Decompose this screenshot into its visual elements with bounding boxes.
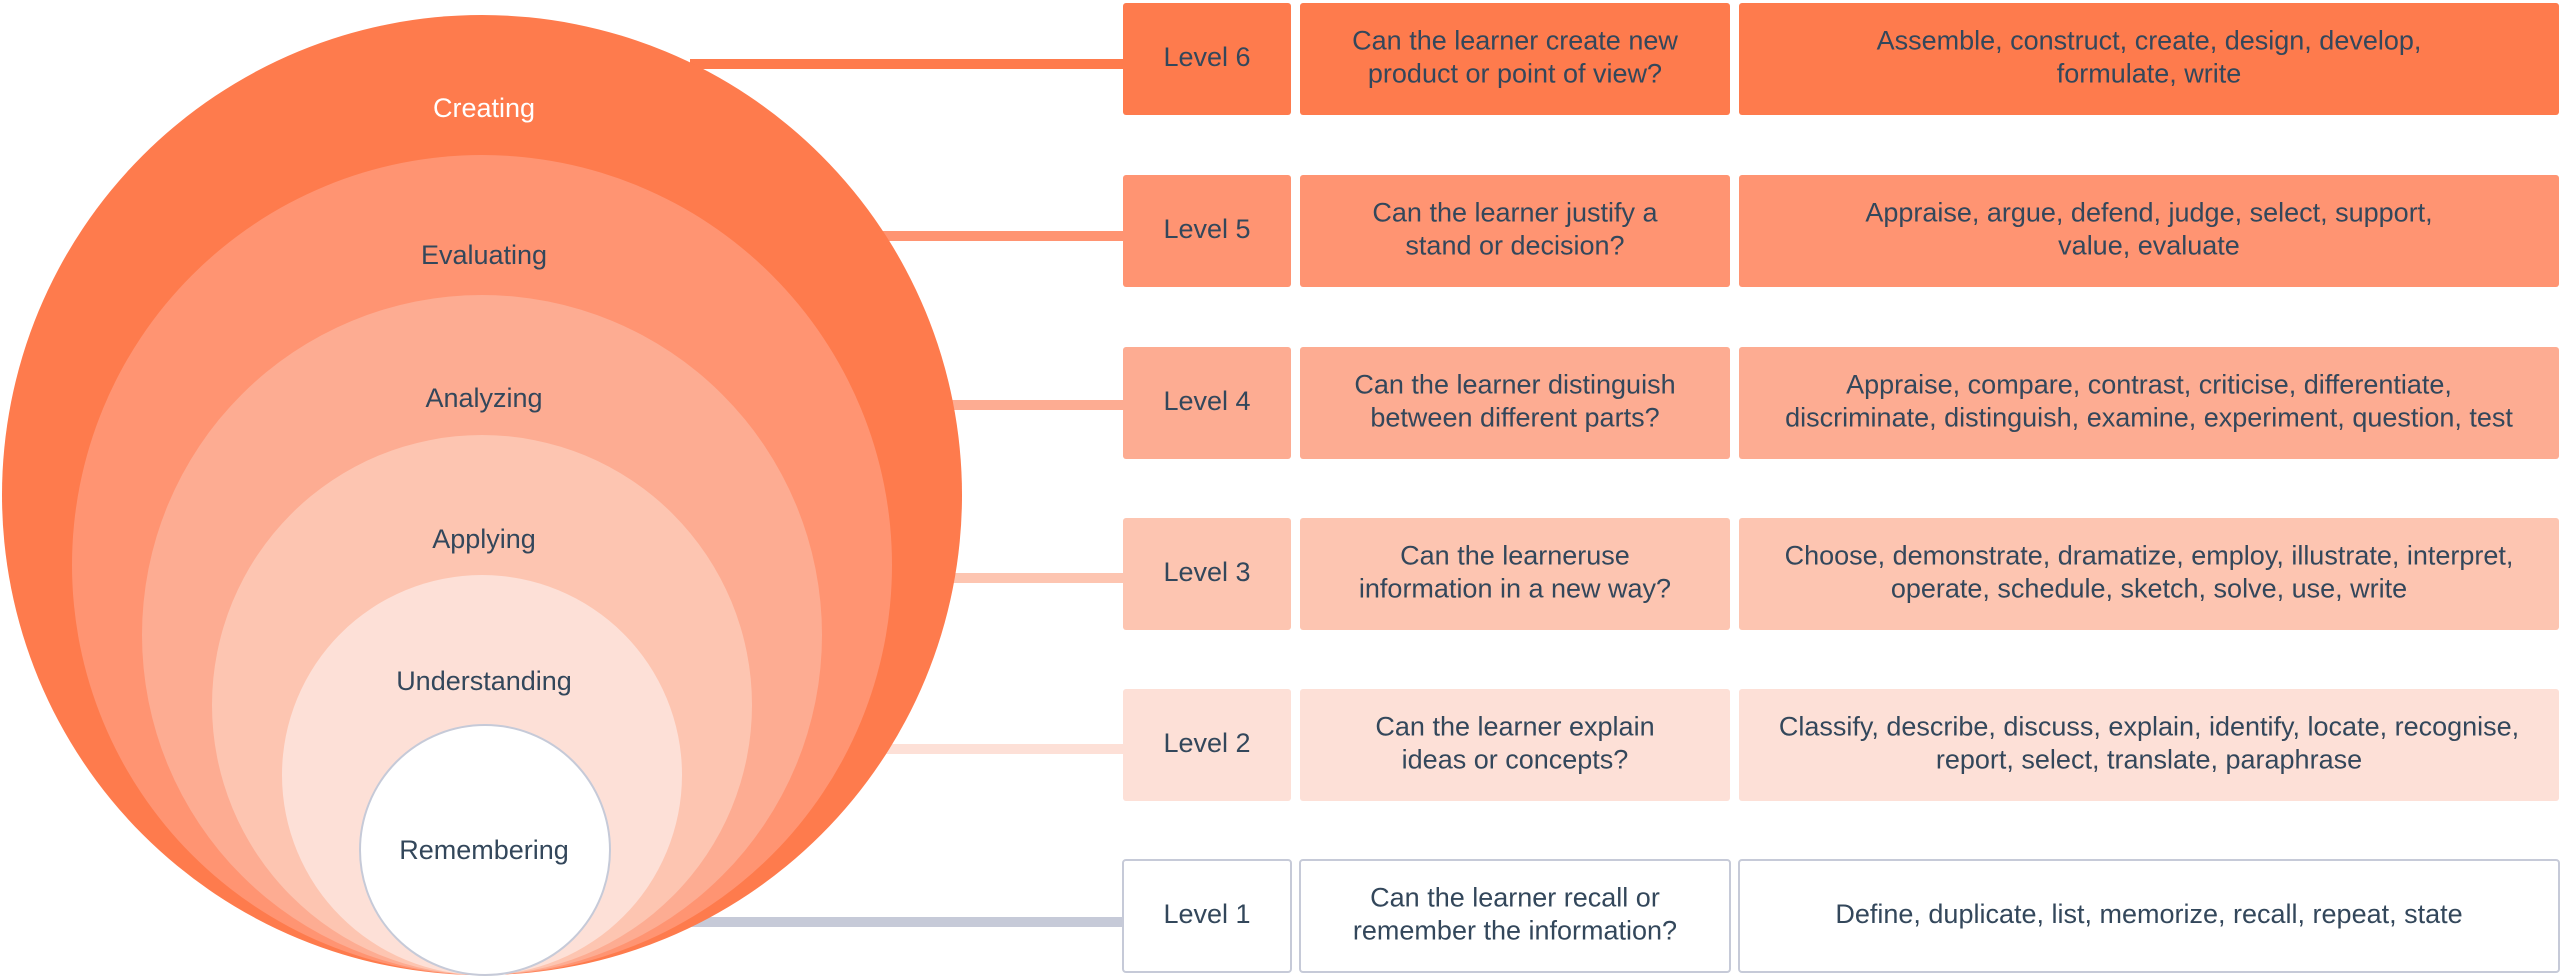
verbs-text-line: operate, schedule, sketch, solve, use, w… — [1891, 574, 2407, 604]
question-cell-bg — [1299, 859, 1731, 973]
question-cell-bg — [1300, 175, 1730, 287]
verbs-cell-level-6: Assemble, construct, create, design, dev… — [1739, 3, 2559, 115]
question-text-line: stand or decision? — [1405, 231, 1624, 261]
level-text-line: Level 1 — [1163, 899, 1250, 929]
level-cell-bg — [1123, 347, 1291, 459]
level-text-line: Level 3 — [1163, 557, 1250, 587]
question-text-line: Can the learner recall or — [1370, 883, 1660, 913]
verbs-cell-bg — [1739, 689, 2559, 801]
level-text-line: Level 2 — [1163, 728, 1250, 758]
level-text-line: Level 5 — [1163, 214, 1250, 244]
level-cell-bg — [1123, 518, 1291, 630]
circle-label-evaluating: Evaluating — [421, 240, 547, 270]
verbs-text-line: Classify, describe, discuss, explain, id… — [1779, 712, 2519, 742]
verbs-text-line: report, select, translate, paraphrase — [1936, 745, 2362, 775]
question-text-line: remember the information? — [1353, 916, 1677, 946]
question-text-line: information in a new way? — [1359, 574, 1671, 604]
question-cell-bg — [1300, 689, 1730, 801]
level-cell-bg — [1123, 689, 1291, 801]
question-text-line: Can the learner explain — [1375, 712, 1654, 742]
verbs-cell-bg — [1739, 175, 2559, 287]
circle-label-remembering: Remembering — [399, 835, 569, 865]
verbs-text-line: discriminate, distinguish, examine, expe… — [1785, 403, 2513, 433]
verbs-text-line: Appraise, compare, contrast, criticise, … — [1846, 370, 2452, 400]
question-text-line: Can the learner justify a — [1372, 198, 1658, 228]
level-cell-level-6: Level 6 — [1123, 3, 1291, 115]
level-cell-level-4: Level 4 — [1123, 347, 1291, 459]
verbs-cell-level-2: Classify, describe, discuss, explain, id… — [1739, 689, 2559, 801]
verbs-cell-level-5: Appraise, argue, defend, judge, select, … — [1739, 175, 2559, 287]
question-text-line: between different parts? — [1370, 403, 1659, 433]
level-cell-bg — [1123, 3, 1291, 115]
verbs-text-line: formulate, write — [2057, 59, 2242, 89]
question-cell-bg — [1300, 518, 1730, 630]
level-cell-level-2: Level 2 — [1123, 689, 1291, 801]
verbs-cell-bg — [1739, 3, 2559, 115]
circle-label-creating: Creating — [433, 93, 535, 123]
level-cell-bg — [1122, 859, 1292, 973]
level-cell-level-5: Level 5 — [1123, 175, 1291, 287]
level-text-line: Level 6 — [1163, 42, 1250, 72]
level-cell-level-3: Level 3 — [1123, 518, 1291, 630]
verbs-cell-bg — [1739, 518, 2559, 630]
circle-label-analyzing: Analyzing — [425, 383, 542, 413]
question-text-line: ideas or concepts? — [1402, 745, 1629, 775]
circle-label-applying: Applying — [432, 524, 536, 554]
verbs-text-line: Define, duplicate, list, memorize, recal… — [1835, 899, 2462, 929]
verbs-cell-bg — [1738, 859, 2560, 973]
question-text-line: Can the learneruse — [1400, 541, 1630, 571]
level-cell-bg — [1123, 175, 1291, 287]
circle-label-understanding: Understanding — [396, 666, 572, 696]
question-text-line: Can the learner distinguish — [1354, 370, 1675, 400]
verbs-text-line: Choose, demonstrate, dramatize, employ, … — [1785, 541, 2514, 571]
question-cell-bg — [1300, 347, 1730, 459]
verbs-cell-level-3: Choose, demonstrate, dramatize, employ, … — [1739, 518, 2559, 630]
verbs-text-line: value, evaluate — [2058, 231, 2240, 261]
question-cell-bg — [1300, 3, 1730, 115]
level-text-line: Level 4 — [1163, 386, 1250, 416]
verbs-cell-level-1: Define, duplicate, list, memorize, recal… — [1738, 859, 2560, 973]
verbs-cell-level-4: Appraise, compare, contrast, criticise, … — [1739, 347, 2559, 459]
question-text-line: product or point of view? — [1368, 59, 1662, 89]
circle-remembering — [359, 724, 611, 976]
verbs-text-line: Assemble, construct, create, design, dev… — [1877, 26, 2422, 56]
verbs-cell-bg — [1739, 347, 2559, 459]
question-text-line: Can the learner create new — [1352, 26, 1678, 56]
level-cell-level-1: Level 1 — [1122, 859, 1292, 973]
verbs-text-line: Appraise, argue, defend, judge, select, … — [1865, 198, 2432, 228]
